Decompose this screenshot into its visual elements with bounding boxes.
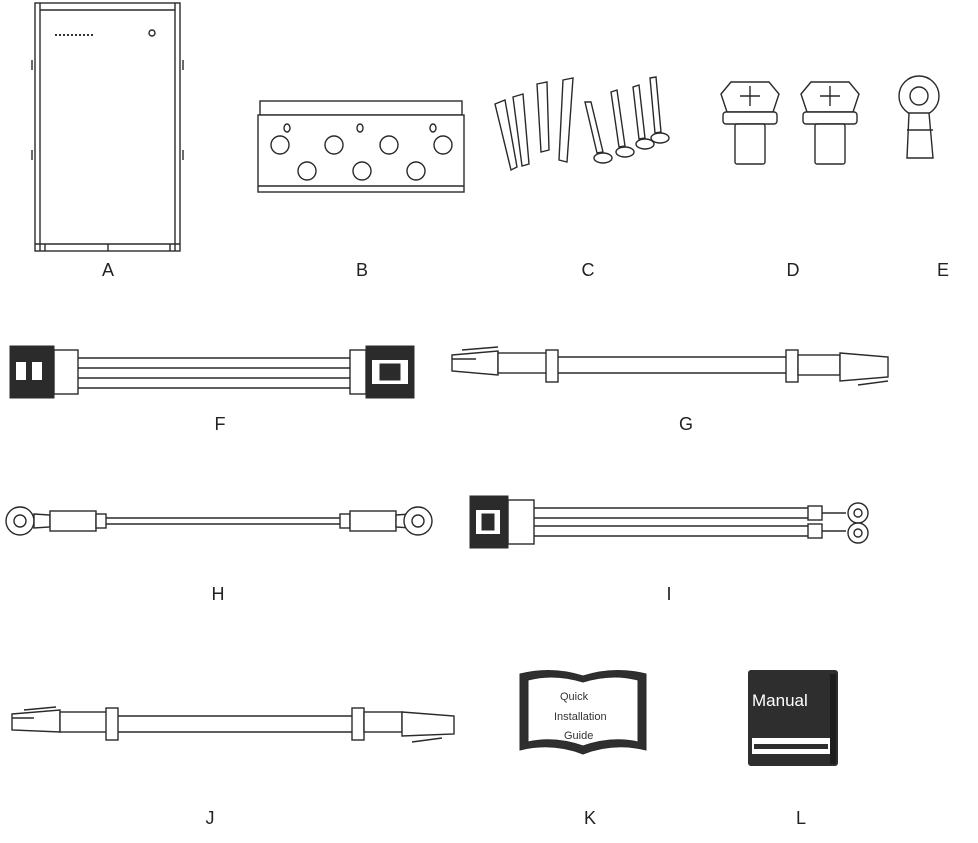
- ground-cable-drawing: [5, 506, 433, 536]
- quick-guide-line3: Guide: [564, 730, 593, 742]
- item-j-label: J: [205, 808, 215, 828]
- anchors-screws-drawing: [494, 76, 670, 172]
- mounting-bracket-drawing: [257, 100, 465, 193]
- item-i-power-cable: [468, 492, 873, 552]
- wall-anchors-icon: [494, 77, 574, 172]
- item-k-quick-guide: Quick Installation Guide: [512, 666, 654, 760]
- bolts-drawing: [720, 81, 860, 165]
- connector-icon: [9, 345, 79, 399]
- item-g-label: G: [678, 414, 693, 434]
- item-j-network-cable: [8, 700, 458, 748]
- connector-icon: [349, 345, 415, 399]
- battery-cabinet-drawing: [31, 2, 184, 252]
- item-d-bolts: [715, 72, 865, 170]
- item-e-ring-terminal: [895, 68, 945, 168]
- item-d-label: D: [786, 260, 800, 280]
- item-f-label: F: [214, 414, 226, 434]
- item-e-label: E: [936, 260, 949, 280]
- manual-book-icon: Manual: [748, 670, 838, 766]
- quick-guide-line2: Installation: [554, 711, 607, 723]
- item-f-power-cable: [8, 340, 418, 404]
- item-l-manual: Manual: [742, 666, 844, 770]
- quick-guide-line1: Quick: [560, 691, 589, 703]
- item-l-label: L: [795, 808, 806, 828]
- screws-icon: [584, 76, 670, 164]
- item-a-battery-cabinet: [30, 0, 185, 255]
- item-k-label: K: [583, 808, 596, 828]
- manual-title: Manual: [752, 691, 808, 710]
- bolt-icon: [720, 81, 780, 165]
- network-cable-drawing: [451, 346, 889, 386]
- power-cable-rings-drawing: [469, 495, 869, 549]
- ring-terminal-drawing: [898, 75, 940, 159]
- item-g-network-cable: [448, 345, 893, 393]
- item-c-anchors-screws: [485, 72, 675, 177]
- power-cable-drawing: [9, 345, 415, 399]
- item-h-label: H: [211, 584, 225, 604]
- item-b-label: B: [355, 260, 368, 280]
- network-cable-2-drawing: [11, 706, 455, 743]
- item-h-ground-cable: [4, 502, 436, 542]
- connector-icon: [469, 495, 535, 549]
- item-b-mounting-bracket: [255, 98, 467, 196]
- item-a-label: A: [101, 260, 114, 280]
- bolt-icon: [800, 81, 860, 165]
- item-i-label: I: [666, 584, 672, 604]
- item-c-label: C: [581, 260, 595, 280]
- quick-guide-book-icon: Quick Installation Guide: [519, 669, 647, 755]
